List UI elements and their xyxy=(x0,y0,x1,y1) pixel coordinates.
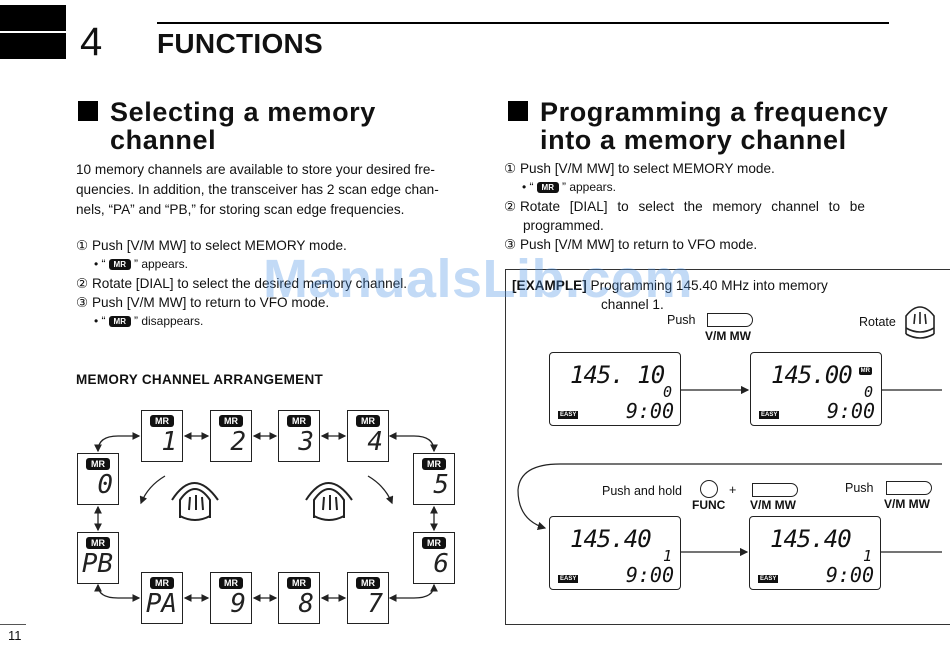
chapter-number: 4 xyxy=(80,20,103,64)
dial-knob-icon-left xyxy=(171,482,219,521)
step-1: ① Push [V/M MW] to select MEMORY mode. xyxy=(504,161,775,176)
dial-knob-icon-right xyxy=(305,482,353,521)
channel-arrows xyxy=(94,432,438,602)
step-1: ① Push [V/M MW] to select MEMORY mode. xyxy=(76,238,347,253)
chapter-tab-block-bottom xyxy=(0,33,66,59)
push-label: Push xyxy=(667,313,696,327)
vm-mw-button-icon xyxy=(752,483,798,497)
watermark: ManualsLib.com xyxy=(263,249,694,309)
page-number: 11 xyxy=(8,628,22,643)
arrangement-title: MEMORY CHANNEL ARRANGEMENT xyxy=(76,372,324,387)
func-button-icon xyxy=(700,480,718,498)
vm-mw-label: V/M MW xyxy=(750,498,796,512)
rotate-arrow-left xyxy=(139,475,166,505)
bullet-appears: • “MR” appears. xyxy=(522,180,617,194)
plus-label: + xyxy=(729,483,737,497)
rotate-label: Rotate xyxy=(859,315,896,329)
step-2-cont: programmed. xyxy=(523,218,604,233)
arrow-6-7 xyxy=(388,583,438,602)
chapter-tab-block-top xyxy=(0,5,66,31)
right-steps: ① Push [V/M MW] to select MEMORY mode. •… xyxy=(504,159,865,254)
example-box xyxy=(505,269,950,625)
vm-mw-button-icon xyxy=(886,481,932,495)
push-and-hold-label: Push and hold xyxy=(602,484,682,498)
step-2: ② Rotate [DIAL] to select the memory cha… xyxy=(504,199,865,214)
vm-mw-label: V/M MW xyxy=(705,329,751,343)
example-title-cont: channel 1. xyxy=(601,297,664,312)
step-3: ③ Push [V/M MW] to return to VFO mode. xyxy=(76,295,330,310)
step-2: ② Rotate [DIAL] to select the desired me… xyxy=(76,276,408,291)
left-section-title: Selecting a memory channel xyxy=(78,98,376,154)
flow-wrap-arrow xyxy=(517,463,942,530)
vm-mw-button-icon xyxy=(707,313,753,327)
bullet-appears: • “MR” appears. xyxy=(94,257,189,271)
dial-knob-icon xyxy=(905,306,935,339)
vm-mw-label: V/M MW xyxy=(884,497,930,511)
step-3: ③ Push [V/M MW] to return to VFO mode. xyxy=(504,237,758,252)
func-label: FUNC xyxy=(692,498,726,512)
chapter-rule xyxy=(157,22,889,24)
push-label: Push xyxy=(845,481,874,495)
right-section-title: Programming a frequency into a memory ch… xyxy=(508,98,888,154)
arrow-pb-pa xyxy=(94,583,141,602)
arrow-4-5 xyxy=(388,432,438,453)
section-square-icon xyxy=(508,101,528,121)
left-steps: ① Push [V/M MW] to select MEMORY mode. •… xyxy=(76,236,407,331)
rotate-arrow-right xyxy=(367,475,394,505)
example-title: [EXAMPLE] Programming 145.40 MHz into me… xyxy=(512,278,828,293)
section-square-icon xyxy=(78,101,98,121)
page-rule xyxy=(0,624,26,625)
bullet-disappears: • “MR” disappears. xyxy=(94,314,204,328)
chapter-title: FUNCTIONS xyxy=(157,28,324,59)
arrow-0-1 xyxy=(94,432,141,453)
left-intro: 10 memory channels are available to stor… xyxy=(76,162,439,217)
